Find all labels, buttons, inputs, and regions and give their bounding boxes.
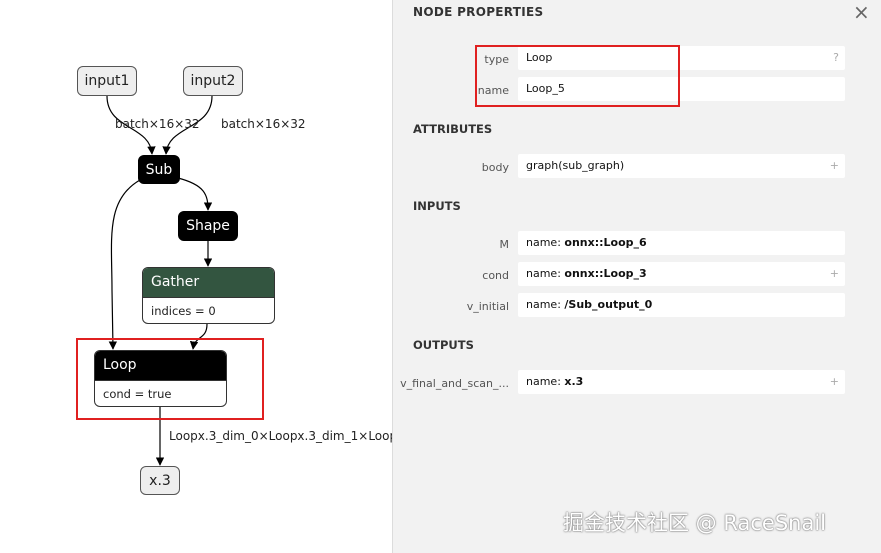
section-attributes: ATTRIBUTES [413,122,493,136]
prop-label-type: type [484,53,509,66]
expand-icon[interactable]: + [829,267,839,280]
input-m-prefix: name: [526,236,565,249]
attr-value-body[interactable]: graph(sub_graph) + [518,154,845,178]
output-v-final-prefix: name: [526,375,565,388]
type-name-highlight-box [475,45,680,107]
input-v-initial-text: /Sub_output_0 [564,298,653,311]
input-value-m[interactable]: name: onnx::Loop_6 [518,231,845,255]
prop-value-type[interactable]: Loop ? [518,46,845,70]
graph-edges [106,95,213,466]
graph-canvas[interactable]: input1 input2 batch×16×32 batch×16×32 Su… [0,0,392,553]
node-output-x3[interactable]: x.3 [140,466,180,495]
section-inputs: INPUTS [413,199,461,213]
edge-input2-sub [162,95,213,155]
edge-sub-shape [177,177,213,211]
node-gather-attr: indices = 0 [143,297,274,323]
node-input2[interactable]: input2 [183,66,243,96]
prop-type-text: Loop [526,51,553,64]
node-loop[interactable]: Loop cond = true [94,350,227,407]
prop-label-name: name [477,84,509,97]
edge-label-input1: batch×16×32 [115,117,200,131]
close-icon[interactable]: × [853,0,870,24]
input-cond-prefix: name: [526,267,565,280]
watermark-text: 掘金技术社区 @ RaceSnail [563,511,826,535]
node-loop-title: Loop [95,351,226,380]
node-shape[interactable]: Shape [178,211,238,241]
node-loop-attr: cond = true [95,380,226,406]
prop-name-text: Loop_5 [526,82,565,95]
node-properties-panel: NODE PROPERTIES × type Loop ? name Loop_… [392,0,881,553]
input-label-v-initial: v_initial [466,300,509,313]
attr-label-body: body [481,161,509,174]
section-outputs: OUTPUTS [413,338,474,352]
edge-sub-loop [108,179,141,350]
edge-gather-loop [189,323,208,350]
output-value-v-final[interactable]: name: x.3 + [518,370,845,394]
attr-body-text: graph(sub_graph) [526,159,625,172]
node-sub[interactable]: Sub [138,155,180,184]
input-m-text: onnx::Loop_6 [564,236,647,249]
edge-label-input2: batch×16×32 [221,117,306,131]
output-label-v-final: v_final_and_scan_... [400,377,509,390]
input-label-m: M [499,238,510,251]
panel-title: NODE PROPERTIES [413,5,544,19]
output-v-final-text: x.3 [564,375,584,388]
input-value-v-initial[interactable]: name: /Sub_output_0 [518,293,845,317]
loop-highlight-box [76,338,264,420]
input-v-initial-prefix: name: [526,298,565,311]
node-input1[interactable]: input1 [77,66,137,96]
input-cond-text: onnx::Loop_3 [564,267,647,280]
node-gather[interactable]: Gather indices = 0 [142,267,275,324]
edge-label-loop-output: Loopx.3_dim_0×Loopx.3_dim_1×Loopx [169,429,392,443]
input-value-cond[interactable]: name: onnx::Loop_3 + [518,262,845,286]
prop-value-name[interactable]: Loop_5 [518,77,845,101]
node-gather-title: Gather [143,268,274,297]
input-label-cond: cond [482,269,509,282]
expand-icon[interactable]: + [829,159,839,172]
edge-input1-sub [106,95,156,155]
expand-icon[interactable]: + [829,375,839,388]
help-icon[interactable]: ? [833,51,839,64]
